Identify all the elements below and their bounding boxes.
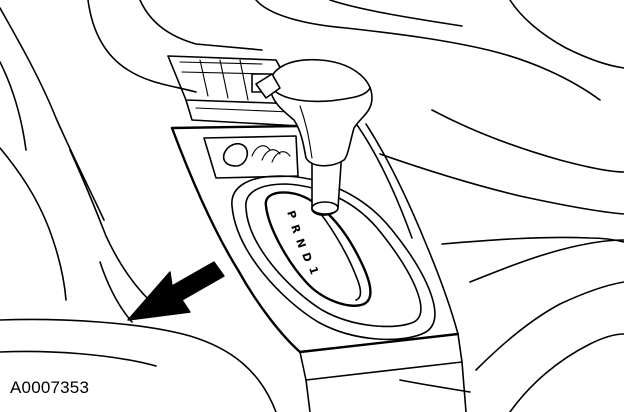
gear-indicator: P R N D 1 [284,209,321,276]
shift-gate-bezel [232,176,435,339]
shift-lock-button [256,74,280,98]
gear-label: D [299,251,314,264]
gear-label: N [293,237,308,250]
arrow-icon [128,262,224,320]
gear-label: 1 [306,265,321,276]
center-console [172,118,466,412]
gear-label: R [288,223,303,236]
figure-code: A0007353 [10,378,90,397]
gear-shift-lever [256,60,372,215]
gear-label: P [284,209,299,221]
